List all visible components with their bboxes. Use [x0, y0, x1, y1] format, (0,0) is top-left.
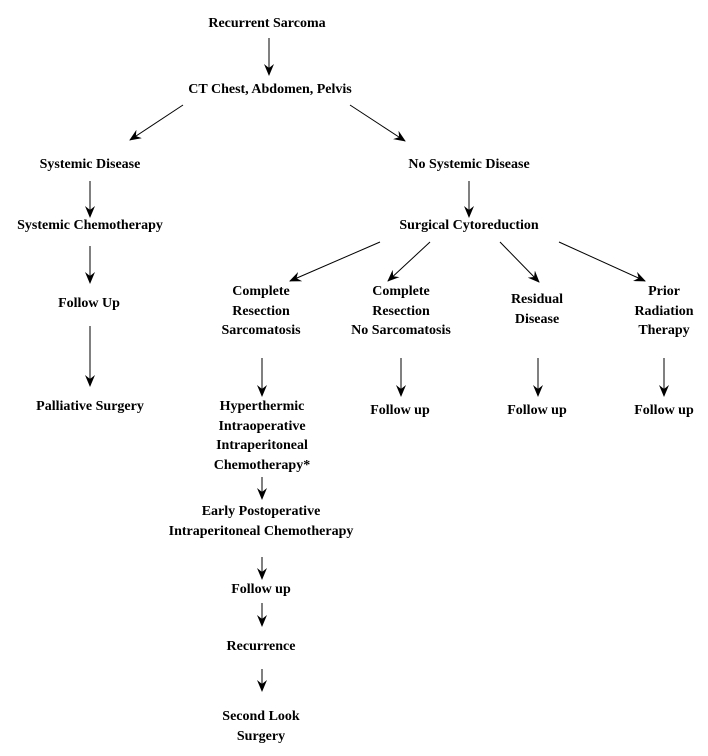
node-text-line: Complete [372, 284, 430, 299]
arrow-ct-scan-to-no-systemic-disease [349, 104, 406, 142]
arrow-surgical-cytoreduction-to-complete-resection-sarcomatosis [289, 241, 381, 282]
node-text-line: Intraperitoneal Chemotherapy [168, 523, 354, 539]
node-text-line: Chemotherapy* [213, 457, 311, 473]
node-text-line: Therapy [638, 323, 690, 338]
node-text-line: Systemic Disease [39, 157, 141, 172]
node-follow-up-residual: Follow up [507, 401, 567, 421]
node-systemic-disease: Systemic Disease [40, 155, 141, 175]
node-text-line: Recurrence [226, 639, 296, 654]
node-text-line: Surgical Cytoreduction [399, 218, 539, 233]
node-text-line: Surgery [236, 728, 286, 744]
node-text-line: Early Postoperative [201, 504, 321, 519]
node-recurrence: Recurrence [227, 637, 296, 657]
node-text-line: Intraoperative [218, 418, 306, 434]
node-follow-up-systemic: Follow Up [58, 294, 120, 314]
node-text-line: Radiation [634, 303, 694, 319]
node-text-line: Follow up [370, 403, 430, 418]
node-text-line: Follow up [634, 403, 694, 418]
node-text-line: Residual [510, 292, 564, 307]
node-text-line: Resection [232, 303, 290, 319]
node-no-systemic-disease: No Systemic Disease [408, 155, 529, 175]
node-text-line: CT Chest, Abdomen, Pelvis [188, 82, 352, 97]
arrow-ct-scan-to-systemic-disease [129, 104, 184, 141]
node-text-line: Second Look [222, 709, 300, 724]
node-palliative-surgery: Palliative Surgery [36, 397, 144, 417]
node-ct-scan: CT Chest, Abdomen, Pelvis [188, 80, 351, 100]
arrow-surgical-cytoreduction-to-complete-resection-no-sarcomatosis [387, 241, 431, 282]
node-text-line: Intraperitoneal [216, 438, 308, 453]
node-systemic-chemotherapy: Systemic Chemotherapy [17, 216, 163, 236]
node-follow-up-radiation: Follow up [634, 401, 694, 421]
node-text-line: Systemic Chemotherapy [17, 218, 163, 233]
arrow-surgical-cytoreduction-to-residual-disease [499, 241, 540, 283]
node-text-line: Follow Up [58, 296, 120, 311]
node-surgical-cytoreduction: Surgical Cytoreduction [399, 216, 538, 236]
node-follow-up-no-sarcomatosis: Follow up [370, 401, 430, 421]
node-recurrent-sarcoma: Recurrent Sarcoma [208, 14, 325, 34]
node-text-line: No Sarcomatosis [351, 323, 451, 338]
node-follow-up-sarcomatosis: Follow up [231, 580, 291, 600]
node-text-line: Palliative Surgery [36, 399, 144, 414]
node-text-line: Follow up [231, 582, 291, 597]
node-text-line: Follow up [507, 403, 567, 418]
node-text-line: Prior [648, 284, 680, 299]
node-text-line: Disease [514, 311, 560, 327]
node-text-line: Sarcomatosis [221, 323, 301, 338]
node-text-line: Hyperthermic [219, 399, 305, 414]
node-text-line: Complete [232, 284, 290, 299]
node-text-line: No Systemic Disease [408, 157, 530, 172]
node-text-line: Resection [372, 303, 430, 319]
arrow-surgical-cytoreduction-to-prior-radiation-therapy [558, 241, 646, 282]
node-text-line: Recurrent Sarcoma [208, 16, 326, 31]
